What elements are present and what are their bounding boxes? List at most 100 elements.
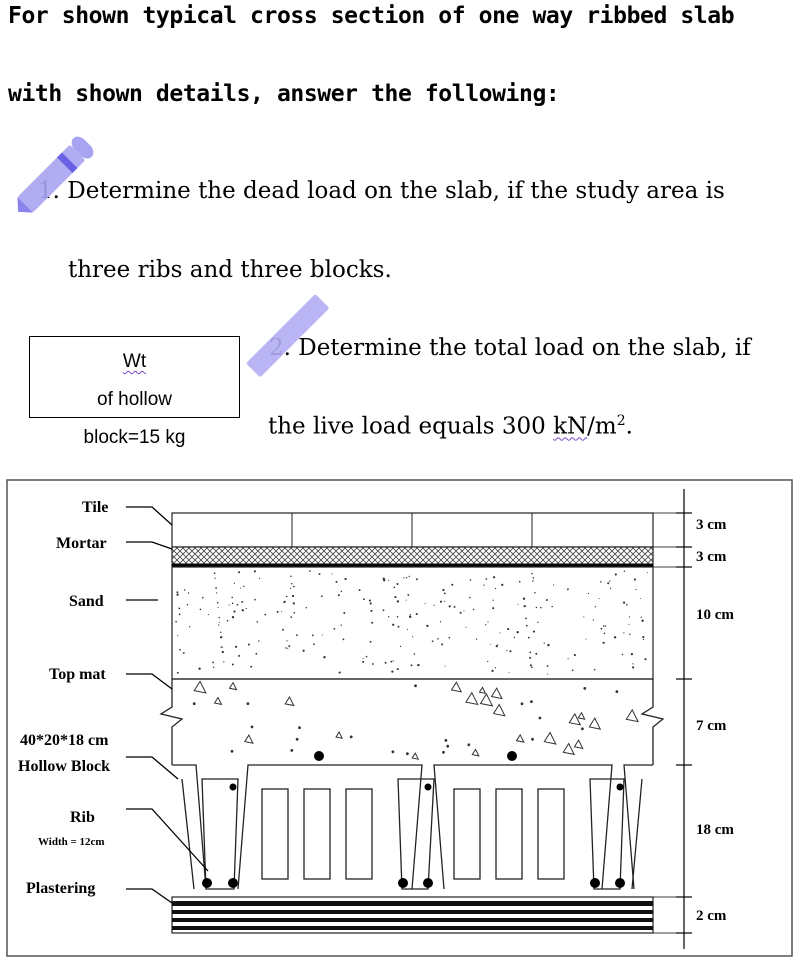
- question-1-line-1: 1. Determine the dead load on the slab, …: [38, 178, 725, 204]
- sand-dot: [231, 602, 234, 605]
- note-line-1: Wt of hollow: [30, 343, 239, 419]
- note-line-1-rest: of hollow: [97, 389, 172, 410]
- sand-dot: [247, 643, 250, 646]
- sand-dot: [241, 600, 244, 603]
- sand-dot: [506, 650, 508, 652]
- sand-dot: [216, 592, 218, 594]
- sand-dot: [571, 669, 574, 671]
- sand-dot: [534, 591, 536, 594]
- sand-dot: [286, 640, 288, 642]
- dimension-line: [653, 489, 692, 949]
- dim-tile: 3 cm: [696, 517, 727, 533]
- sand-dot: [243, 585, 245, 588]
- sand-dot: [431, 640, 434, 643]
- sand-dot: [362, 660, 365, 663]
- sand-dot: [283, 601, 285, 604]
- sand-dot: [285, 595, 288, 598]
- sand-dot: [199, 608, 202, 611]
- sand-dot: [459, 611, 462, 614]
- sand-dot: [321, 634, 323, 636]
- sand-dot: [236, 603, 239, 606]
- sand-dot: [393, 586, 396, 589]
- dim-top-mat: 7 cm: [696, 718, 727, 734]
- sand-dot: [468, 596, 471, 599]
- sand-dot: [396, 668, 399, 671]
- sand-dot: [362, 598, 365, 601]
- note-line-2: block=15 kg: [83, 427, 186, 448]
- sand-dot: [475, 638, 478, 640]
- sand-dot: [342, 638, 345, 641]
- sand-dot: [465, 626, 467, 628]
- aggregate-mark: [471, 748, 480, 757]
- sand-dot: [238, 654, 241, 657]
- sand-dot: [406, 628, 409, 630]
- question-2-unit-kn: kN: [553, 413, 588, 440]
- sand-dot: [405, 599, 407, 601]
- label-rib-width: Width = 12cm: [38, 836, 105, 848]
- highlighter-marker-icon: [17, 136, 94, 213]
- sand-dot: [231, 596, 234, 599]
- hollow-block-weight-note: Wt of hollow block=15 kg: [29, 336, 240, 448]
- sand-dot: [635, 588, 637, 591]
- sand-dot: [207, 614, 209, 616]
- label-rib: Rib: [70, 809, 95, 826]
- sand-dot: [537, 621, 539, 623]
- sand-dot: [290, 575, 292, 578]
- aggregate-dot: [583, 687, 587, 690]
- sand-dot: [472, 608, 475, 611]
- sand-dot: [583, 616, 585, 618]
- sand-dot: [245, 607, 247, 610]
- sand-dot: [585, 638, 587, 640]
- sand-dot: [320, 595, 323, 598]
- sand-dot: [492, 607, 495, 610]
- sand-dot: [409, 616, 412, 618]
- label-sand: Sand: [69, 593, 104, 610]
- question-2-end: .: [625, 413, 633, 440]
- sand-dot: [487, 660, 489, 663]
- sand-dot: [516, 631, 519, 634]
- aggregate-dot: [406, 752, 409, 756]
- note-wt-word: Wt: [122, 351, 147, 372]
- sand-dot: [221, 650, 224, 654]
- sand-dot: [547, 673, 549, 675]
- sand-dot: [530, 666, 533, 669]
- sand-dot: [282, 628, 284, 631]
- sand-dot: [291, 594, 295, 598]
- sand-dot: [628, 616, 631, 618]
- sand-dot: [525, 617, 527, 620]
- sand-dot: [642, 638, 645, 641]
- sand-dot: [412, 636, 414, 638]
- sand-dot: [492, 576, 496, 579]
- sand-dot: [255, 652, 258, 655]
- aggregate-mark: [573, 739, 584, 750]
- sand-dot: [223, 661, 225, 663]
- aggregate-mark: [543, 731, 557, 745]
- sand-dot: [337, 594, 340, 597]
- aggregate-dot: [230, 749, 234, 753]
- sand-dot: [413, 653, 416, 655]
- leader-lines: [126, 506, 209, 904]
- sand-dot: [390, 660, 393, 663]
- sand-dot: [392, 660, 394, 662]
- sand-dot: [543, 642, 545, 644]
- heading-line-1: For shown typical cross section of one w…: [8, 3, 735, 29]
- question-1-line-2: three ribs and three blocks.: [68, 257, 392, 283]
- sand-dot: [545, 599, 548, 601]
- sand-dot: [614, 573, 617, 576]
- sand-dot: [603, 632, 606, 635]
- sand-dot: [415, 612, 418, 616]
- sand-dot: [531, 572, 533, 575]
- sand-dot: [212, 666, 215, 668]
- aggregate-dot: [246, 702, 250, 706]
- aggregate-mark: [478, 686, 487, 695]
- sand-dot: [212, 661, 215, 664]
- sand-dot: [241, 609, 244, 612]
- sand-dot: [238, 571, 241, 574]
- sand-dot: [291, 582, 293, 585]
- sand-dot: [639, 597, 641, 600]
- sand-dot: [338, 671, 341, 674]
- sand-dot: [258, 640, 260, 642]
- sand-dot: [444, 665, 446, 667]
- sand-dot: [182, 652, 184, 654]
- sand-dot: [632, 666, 635, 669]
